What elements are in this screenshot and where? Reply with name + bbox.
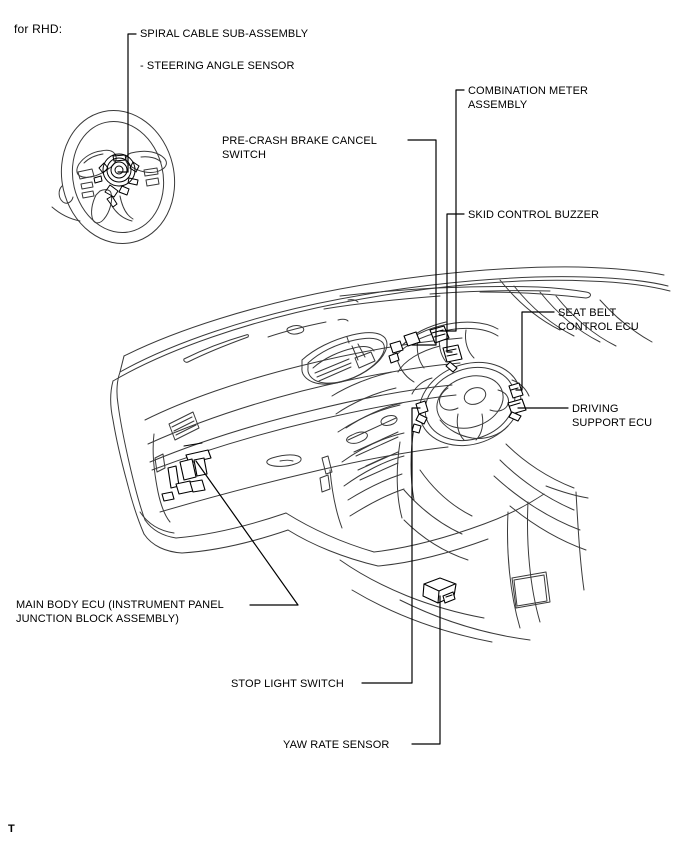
callout-driving-support-ecu-line2: SUPPORT ECU (572, 417, 653, 429)
leader-skid-buzzer (446, 213, 465, 353)
callout-yaw-rate-sensor: YAW RATE SENSOR (283, 739, 390, 751)
leader-lines (117, 33, 569, 745)
callout-combination-meter-line2: ASSEMBLY (468, 99, 528, 111)
footer-mark: T (8, 823, 15, 835)
callout-seat-belt-ecu-line2: CONTROL ECU (558, 321, 639, 333)
centre-console (319, 371, 405, 529)
callout-pre-crash-switch-line1: PRE-CRASH BRAKE CANCEL (222, 135, 378, 147)
leader-main-body-ecu (195, 460, 299, 606)
leader-stop-light-switch (361, 407, 421, 684)
leader-spiral-cable (117, 33, 137, 173)
callout-combination-meter-line1: COMBINATION METER (468, 85, 589, 97)
callout-seat-belt-ecu-line1: SEAT BELT (558, 307, 617, 319)
instrument-panel-figure (110, 266, 671, 643)
yaw-rate-sensor-part (422, 577, 457, 604)
leader-combination-meter (439, 89, 465, 332)
callout-main-body-ecu-line1: MAIN BODY ECU (INSTRUMENT PANEL (16, 599, 224, 611)
steering-wheel-figure (51, 110, 176, 244)
page-heading: for RHD: (14, 22, 63, 36)
leader-yaw-rate-sensor (411, 595, 441, 745)
callout-main-body-ecu-line2: JUNCTION BLOCK ASSEMBLY) (16, 613, 179, 625)
callout-stop-light-switch: STOP LIGHT SWITCH (231, 678, 344, 690)
centre-air-vent (301, 332, 388, 385)
leader-pre-crash-switch (407, 139, 437, 346)
callout-skid-control-buzzer: SKID CONTROL BUZZER (468, 209, 600, 221)
callout-spiral-cable-line1: SPIRAL CABLE SUB-ASSEMBLY (140, 28, 309, 40)
callout-driving-support-ecu-line1: DRIVING (572, 403, 619, 415)
callout-pre-crash-switch-line2: SWITCH (222, 149, 266, 161)
callout-spiral-cable-line2: - STEERING ANGLE SENSOR (140, 60, 295, 72)
leader-seat-belt-ecu (515, 311, 555, 391)
